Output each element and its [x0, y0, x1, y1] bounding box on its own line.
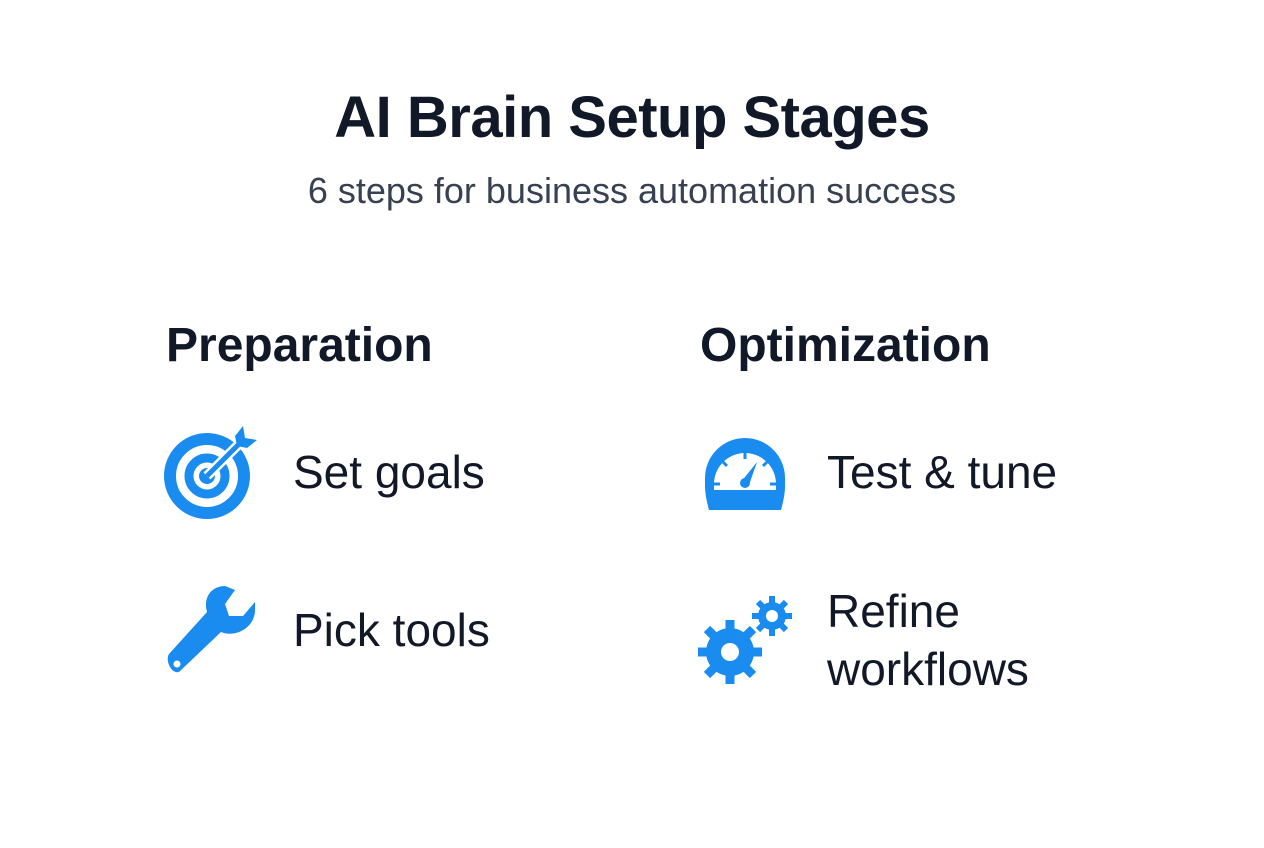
column-heading-optimization: Optimization — [700, 319, 991, 372]
column-heading-preparation: Preparation — [166, 319, 433, 372]
list-item-refine-workflows: Refine workflows — [697, 582, 1029, 698]
item-label: Pick tools — [293, 604, 490, 656]
gears-icon — [698, 596, 792, 684]
page-title: AI Brain Setup Stages — [334, 85, 930, 150]
speedometer-icon — [705, 438, 785, 510]
item-label-line2: workflows — [827, 643, 1029, 695]
item-label-line1: Refine — [827, 585, 960, 637]
list-item-pick-tools: Pick tools — [163, 582, 490, 678]
item-label: Test & tune — [827, 446, 1058, 498]
target-icon — [164, 426, 257, 519]
item-label: Set goals — [293, 446, 485, 498]
item-label: Refine workflows — [827, 582, 1029, 698]
wrench-icon — [167, 586, 255, 673]
list-item-set-goals: Set goals — [163, 424, 485, 520]
list-item-test-tune: Test & tune — [697, 424, 1057, 520]
page-subtitle: 6 steps for business automation success — [307, 170, 957, 211]
